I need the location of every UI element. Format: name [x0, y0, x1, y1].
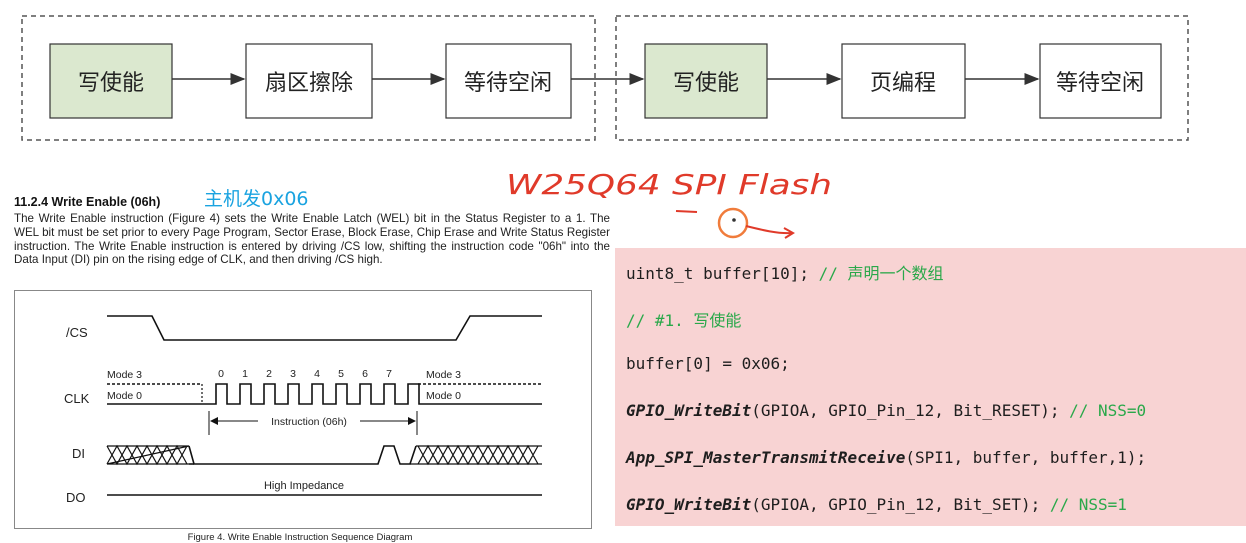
- mode0-label-left: Mode 0: [107, 390, 142, 402]
- description-paragraph: The Write Enable instruction (Figure 4) …: [14, 212, 610, 267]
- flow-group-2-frame: [615, 15, 1189, 141]
- di-hatch-left: [106, 444, 190, 466]
- clock-number: 4: [314, 368, 320, 380]
- signal-label-cs: /CS: [66, 325, 88, 340]
- clock-number: 1: [242, 368, 248, 380]
- instruction-arrowhead-left: [210, 417, 218, 425]
- flow-box-label: 等待空闲: [464, 71, 552, 96]
- code-text: buffer[0] = 0x06;: [626, 354, 790, 373]
- figure-caption: Figure 4. Write Enable Instruction Seque…: [187, 532, 413, 543]
- signal-label-clk: CLK: [64, 391, 90, 406]
- mode0-label-right: Mode 0: [426, 390, 461, 402]
- code-comment: // NSS=1: [1049, 495, 1127, 514]
- flow-box-label: 扇区擦除: [265, 71, 353, 96]
- code-panel: uint8_t buffer[10]; // 声明一个数组 // #1. 写使能…: [615, 248, 1246, 526]
- code-function: App_SPI_MasterTransmitReceive: [626, 448, 906, 467]
- host-send-note: 主机发0x06: [204, 188, 309, 210]
- code-args: (GPIOA, GPIO_Pin_12, Bit_SET);: [751, 495, 1050, 514]
- instruction-label: Instruction (06h): [271, 416, 347, 428]
- code-function: GPIO_WriteBit: [626, 401, 752, 420]
- flow-box-wait-idle-2: [1039, 43, 1162, 119]
- code-line-3: buffer[0] = 0x06;: [626, 354, 790, 373]
- signal-label-di: DI: [72, 446, 85, 461]
- flow-box-wait-idle-1: [445, 43, 572, 119]
- pointer-arrowhead: [783, 227, 795, 239]
- clock-number: 3: [290, 368, 296, 380]
- clock-number: 5: [338, 368, 344, 380]
- pointer-dot-marker: [732, 218, 736, 222]
- instruction-arrowhead-right: [408, 417, 416, 425]
- mode3-label-right: Mode 3: [426, 369, 461, 381]
- flow-group-1-frame: [21, 15, 596, 141]
- pointer-circle-marker: [717, 207, 749, 239]
- flow-box-label: 写使能: [78, 71, 144, 96]
- code-text: uint8_t buffer[10];: [626, 264, 819, 283]
- handwritten-label: W25Q64 SPI Flash: [506, 168, 832, 201]
- code-args: (GPIOA, GPIO_Pin_12, Bit_RESET);: [751, 401, 1070, 420]
- clock-number: 7: [386, 368, 392, 380]
- flow-box-label: 等待空闲: [1056, 71, 1144, 96]
- flow-box-write-enable-2: [644, 43, 768, 119]
- section-heading: 11.2.4 Write Enable (06h): [14, 195, 161, 209]
- code-line-2: // #1. 写使能: [626, 307, 741, 331]
- pointer-arrow-stroke: [745, 225, 793, 235]
- flow-box-label: 写使能: [673, 71, 739, 96]
- timing-diagram: /CS CLK DI DO Mode 3 Mode 0 Mode 3 Mode …: [14, 290, 592, 529]
- clock-number: 6: [362, 368, 368, 380]
- code-line-5: App_SPI_MasterTransmitReceive(SPI1, buff…: [626, 448, 1146, 467]
- code-comment: // NSS=0: [1069, 401, 1147, 420]
- di-waveform: [188, 445, 417, 465]
- code-comment: // #1. 写使能: [626, 311, 742, 330]
- clock-number: 0: [218, 368, 224, 380]
- flow-box-page-program: [841, 43, 966, 119]
- clock-number: 2: [266, 368, 272, 380]
- flow-diagram: 写使能 扇区擦除 等待空闲 写使能 页编程 等待空闲: [21, 15, 1189, 141]
- flow-box-write-enable-1: [49, 43, 173, 119]
- code-function: GPIO_WriteBit: [626, 495, 752, 514]
- signal-label-do: DO: [66, 490, 86, 505]
- handwritten-annotation: W25Q64 SPI Flash: [506, 168, 832, 239]
- code-line-1: uint8_t buffer[10]; // 声明一个数组: [626, 260, 944, 284]
- clk-waveform: [107, 383, 542, 405]
- flow-box-sector-erase: [245, 43, 373, 119]
- code-comment: // 声明一个数组: [818, 264, 944, 283]
- do-label: High Impedance: [264, 480, 344, 492]
- code-args: (SPI1, buffer, buffer,1);: [905, 448, 1147, 467]
- cs-waveform: [107, 315, 542, 341]
- mode3-label-left: Mode 3: [107, 369, 142, 381]
- timing-frame: [14, 290, 592, 529]
- code-line-6: GPIO_WriteBit(GPIOA, GPIO_Pin_12, Bit_SE…: [626, 495, 1127, 514]
- flow-box-label: 页编程: [870, 71, 936, 96]
- di-hatch-right: [410, 444, 542, 466]
- code-line-4: GPIO_WriteBit(GPIOA, GPIO_Pin_12, Bit_RE…: [626, 401, 1146, 420]
- underline-stroke: [675, 210, 698, 213]
